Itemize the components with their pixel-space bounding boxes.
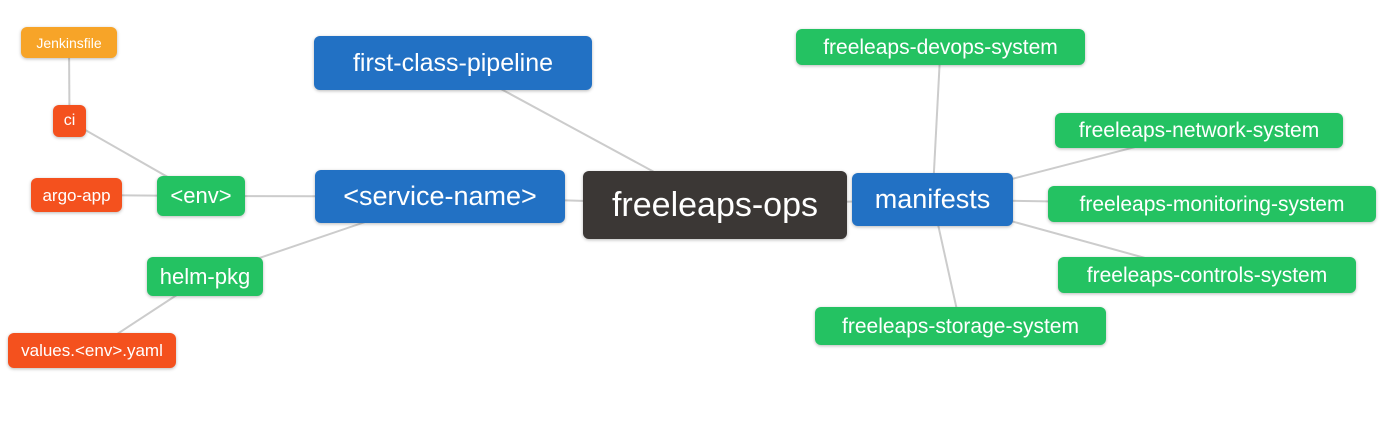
- node-env[interactable]: <env>: [157, 176, 245, 216]
- node-freeleaps-controls-system[interactable]: freeleaps-controls-system: [1058, 257, 1356, 293]
- node-service-name[interactable]: <service-name>: [315, 170, 565, 223]
- node-freeleaps-storage-system[interactable]: freeleaps-storage-system: [815, 307, 1106, 345]
- node-first-class-pipeline[interactable]: first-class-pipeline: [314, 36, 592, 90]
- node-values-env-yaml[interactable]: values.<env>.yaml: [8, 333, 176, 368]
- node-ci[interactable]: ci: [53, 105, 86, 137]
- node-freeleaps-monitoring-system[interactable]: freeleaps-monitoring-system: [1048, 186, 1376, 222]
- node-argo-app[interactable]: argo-app: [31, 178, 122, 212]
- node-helm-pkg[interactable]: helm-pkg: [147, 257, 263, 296]
- node-freeleaps-network-system[interactable]: freeleaps-network-system: [1055, 113, 1343, 148]
- node-freeleaps-devops-system[interactable]: freeleaps-devops-system: [796, 29, 1085, 65]
- node-jenkinsfile[interactable]: Jenkinsfile: [21, 27, 117, 58]
- node-manifests[interactable]: manifests: [852, 173, 1013, 226]
- node-freeleaps-ops[interactable]: freeleaps-ops: [583, 171, 847, 239]
